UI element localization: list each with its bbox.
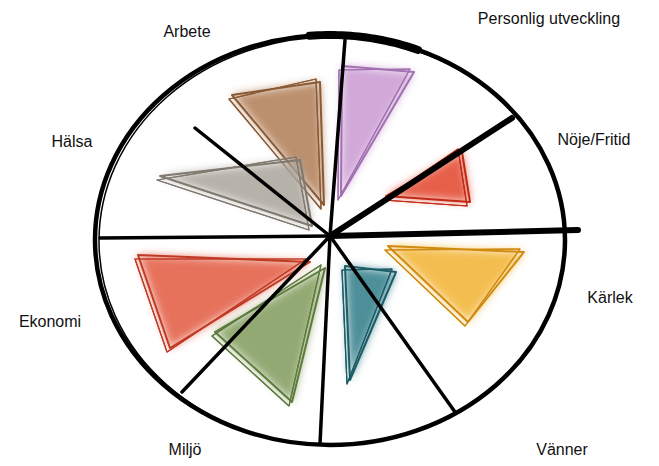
area-label: Nöje/Fritid [558, 130, 631, 149]
spoke [330, 230, 578, 236]
area-label: Hälsa [52, 132, 93, 151]
area-label: Arbete [163, 22, 210, 41]
sector [342, 266, 396, 384]
spoke [330, 118, 512, 236]
area-label: Personlig utveckling [478, 9, 620, 28]
sector-outline [385, 249, 520, 326]
sector [338, 66, 414, 200]
sector-wash [138, 255, 310, 348]
spoke [330, 40, 345, 236]
wheel-outline [95, 35, 565, 445]
wheel-spokes [100, 40, 578, 444]
sector [135, 255, 310, 352]
sector-outline [160, 160, 312, 226]
sector [157, 157, 312, 230]
sector-wash [341, 66, 414, 196]
spoke [182, 236, 330, 392]
sector-outline [138, 255, 310, 348]
spoke [330, 236, 455, 412]
sector-outline [341, 66, 414, 196]
sector-outline [157, 157, 309, 230]
sector-outline [338, 69, 410, 200]
spoke [320, 236, 330, 444]
sector-outline [388, 246, 524, 322]
spoke [100, 236, 330, 238]
wheel-rim [95, 35, 565, 445]
area-label: Ekonomi [19, 312, 81, 331]
area-label: Vänner [536, 440, 588, 459]
sector [383, 149, 470, 206]
sector [385, 246, 524, 326]
area-label: Kärlek [587, 288, 632, 307]
sector-outline [385, 249, 520, 326]
sector-outline [135, 259, 306, 352]
spoke [195, 128, 330, 236]
rim-accent [310, 35, 419, 50]
area-label: Miljö [169, 440, 202, 459]
wheel-rim-sketch [99, 37, 565, 445]
sector-wash [388, 246, 524, 322]
sector-outline [135, 259, 306, 352]
sector-outline [338, 69, 410, 200]
sector-outline [157, 157, 309, 230]
sector-wash [160, 160, 312, 226]
